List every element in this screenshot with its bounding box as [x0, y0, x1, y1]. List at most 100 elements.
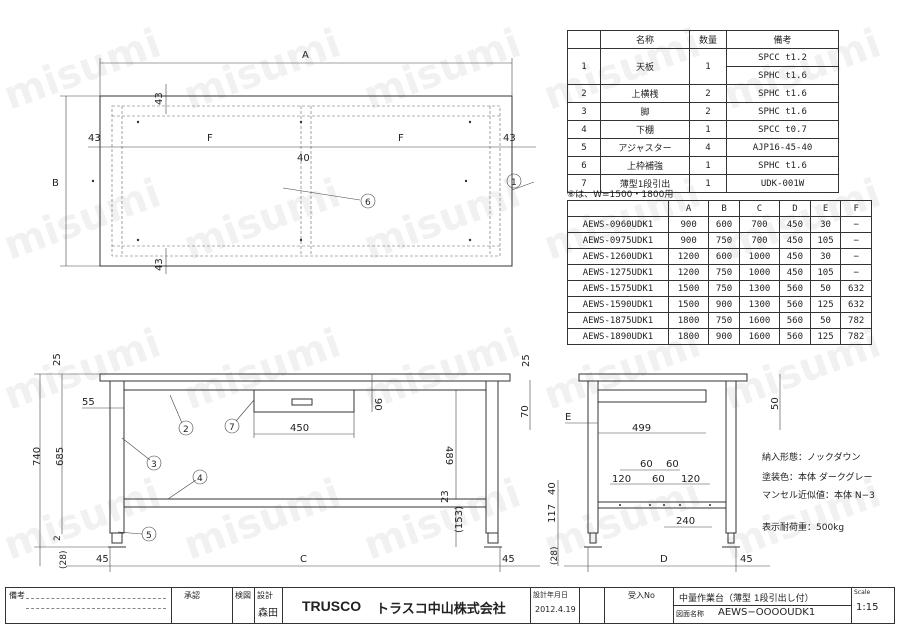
- designer-name: 森田: [258, 608, 278, 619]
- svg-text:misumi: misumi: [358, 20, 527, 119]
- approval-label: 承認: [184, 591, 200, 600]
- dim-D: D: [660, 554, 668, 565]
- svg-text:misumi: misumi: [178, 170, 347, 269]
- dim-90: 90: [372, 398, 383, 411]
- tabletop-outline: [99, 95, 513, 267]
- dim-2: 2: [53, 535, 63, 541]
- drawer-handle: [291, 398, 313, 406]
- column-header: D: [779, 200, 811, 217]
- trusco-logo: TRUSCO: [302, 598, 362, 614]
- note-delivery: 納入形態：ノックダウン: [762, 453, 861, 463]
- dim-F2-label: F: [398, 133, 404, 144]
- dim-43-top: 43: [154, 92, 165, 105]
- check-label: 検図: [235, 591, 251, 600]
- dim-28-front: (28): [59, 551, 69, 569]
- design-date: 2012.4.19: [535, 605, 576, 614]
- dim-45-side: 45: [740, 554, 753, 565]
- frame-hidden-line: [111, 105, 501, 257]
- dim-40-label: 40: [297, 153, 310, 164]
- callout-1: 1: [511, 178, 517, 188]
- dim-28-side: (28): [550, 547, 560, 565]
- scale-label: Scale: [854, 589, 871, 596]
- svg-text:misumi: misumi: [178, 470, 347, 569]
- dim-740: 740: [32, 447, 43, 466]
- svg-text:misumi: misumi: [0, 20, 167, 119]
- callout-7: 7: [229, 423, 235, 433]
- column-header: E: [809, 200, 842, 217]
- drawing-number: AEWS−OOOOUDK1: [718, 607, 816, 618]
- design-label: 設計: [257, 591, 273, 600]
- dim-25-right: 25: [521, 354, 532, 367]
- dim-50: 50: [770, 397, 781, 410]
- column-header: F: [840, 200, 872, 217]
- callout-6-circle: [360, 193, 376, 209]
- dim-45-right: 45: [502, 554, 515, 565]
- dim-43-right: 43: [503, 133, 516, 144]
- dim-450: 450: [290, 423, 309, 434]
- svg-text:misumi: misumi: [0, 170, 167, 269]
- note-load: 表示耐荷重：500kg: [762, 523, 845, 533]
- design-date-label: 設計年月日: [533, 591, 568, 599]
- dim-240: 240: [676, 516, 695, 527]
- callout-3: 3: [151, 460, 157, 470]
- dim-E: E: [565, 412, 571, 423]
- dim-120a: 120: [612, 474, 631, 485]
- svg-text:misumi: misumi: [0, 470, 167, 569]
- dim-C: C: [300, 554, 307, 565]
- company-name: トラスコ中山株式会社: [376, 602, 506, 617]
- dim-685: 685: [55, 447, 66, 466]
- dim-60b: 60: [666, 459, 679, 470]
- note-paint: 塗装色：本体 ダークグレー: [762, 473, 873, 483]
- column-header: 数量: [689, 30, 727, 49]
- callout-2: 2: [183, 425, 189, 435]
- dim-499: 499: [632, 423, 651, 434]
- table-row: 1 天板 1 SPCC t1.2: [567, 48, 839, 85]
- dim-F1-label: F: [207, 133, 213, 144]
- side-view: E 499 50 60 60 120 60 120 240 40 117 (28…: [547, 373, 781, 572]
- column-header: 名称: [600, 30, 690, 49]
- dim-45-left: 45: [96, 554, 109, 565]
- side-drawer: [597, 389, 707, 403]
- drawing-no-label: 図面名称: [676, 610, 704, 618]
- svg-text:misumi: misumi: [358, 170, 527, 269]
- dim-43-bottom: 43: [154, 258, 165, 271]
- lower-shelf: [123, 498, 487, 508]
- dim-60a: 60: [640, 459, 653, 470]
- dim-40-side: 40: [547, 482, 558, 495]
- dim-55: 55: [82, 397, 95, 408]
- dim-70: 70: [520, 405, 531, 418]
- table-header-row: A B C D E F: [567, 200, 872, 217]
- parts-note: ⑥は、W=1500・1800用: [567, 190, 674, 200]
- received-label: 受入No: [628, 591, 655, 600]
- column-header: B: [708, 200, 740, 217]
- svg-text:misumi: misumi: [178, 20, 347, 119]
- column-header: 備考: [726, 30, 839, 49]
- svg-text:misumi: misumi: [178, 320, 347, 419]
- dim-117: 117: [547, 504, 558, 523]
- front-tabletop: [99, 373, 511, 382]
- plan-view: A B 43 43 43 43 F F 40 1 6: [52, 50, 536, 274]
- dim-120b: 120: [681, 474, 700, 485]
- note-munsell: マンセル近似値：本体 N−3: [762, 491, 875, 501]
- drawer-body: [253, 389, 355, 413]
- front-view: 740 685 25 55 2 (28) 450 90 70 25 489 (1…: [32, 353, 540, 572]
- dim-489: 489: [443, 446, 454, 465]
- side-tabletop: [578, 373, 748, 382]
- dim-43-left: 43: [88, 133, 101, 144]
- column-header: A: [667, 200, 710, 217]
